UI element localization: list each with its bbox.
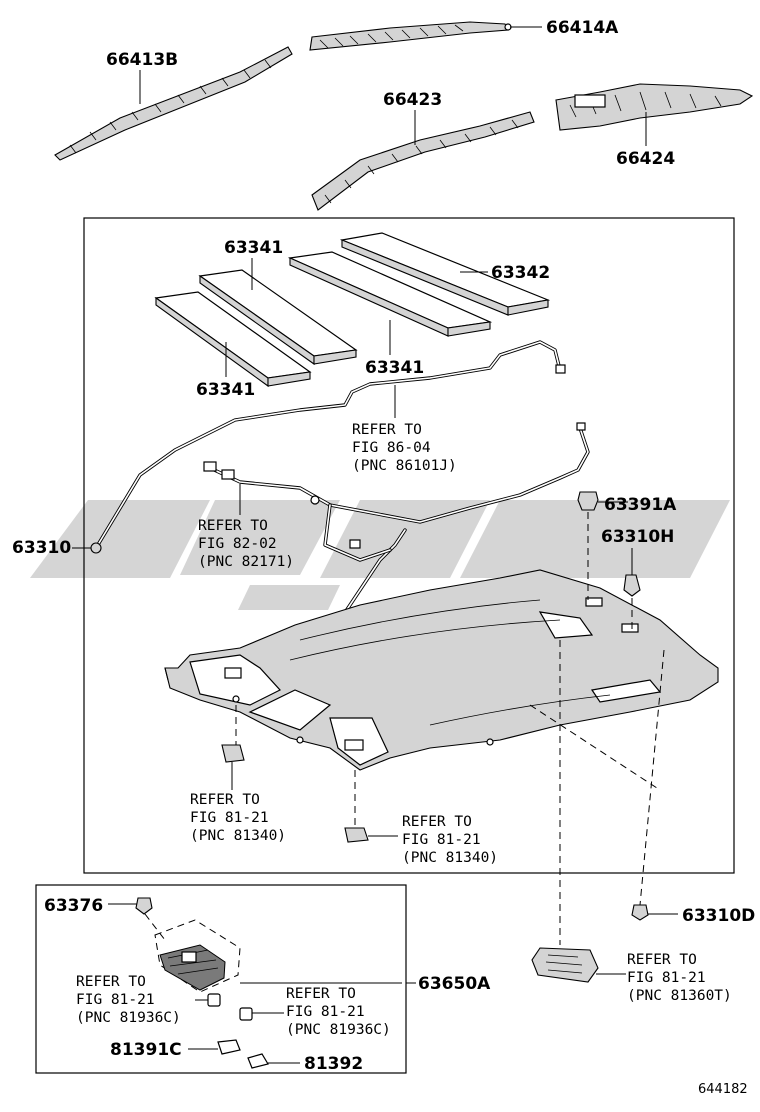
svg-text:REFER TO: REFER TO bbox=[190, 792, 260, 808]
part-number-63341-top[interactable]: 63341 bbox=[224, 238, 283, 258]
svg-text:FIG 81-21: FIG 81-21 bbox=[627, 970, 706, 986]
map-lamp-81360t[interactable] bbox=[531, 947, 626, 983]
svg-text:(PNC 86101J): (PNC 86101J) bbox=[352, 458, 457, 474]
bulb-81936c-left[interactable] bbox=[207, 993, 221, 1007]
headliner-panel[interactable] bbox=[164, 569, 719, 771]
svg-text:REFER TO: REFER TO bbox=[352, 422, 422, 438]
reference-fig-81-21-center[interactable]: REFER TO FIG 81-21 (PNC 81340) bbox=[402, 814, 498, 866]
part-number-66424[interactable]: 66424 bbox=[616, 149, 675, 169]
pad-63342[interactable] bbox=[339, 232, 551, 316]
svg-text:(PNC 81936C): (PNC 81936C) bbox=[76, 1010, 181, 1026]
reference-fig-81-21-box-left[interactable]: REFER TO FIG 81-21 (PNC 81936C) bbox=[76, 974, 208, 1026]
part-number-81391c[interactable]: 81391C bbox=[110, 1040, 182, 1060]
dashed-leader-63376 bbox=[144, 913, 166, 941]
svg-text:FIG 82-02: FIG 82-02 bbox=[198, 536, 277, 552]
pad-63341-middle[interactable] bbox=[198, 269, 358, 366]
part-number-63342[interactable]: 63342 bbox=[491, 263, 550, 283]
bulb-81936c-right[interactable] bbox=[239, 1007, 284, 1021]
reference-fig-86-04[interactable]: REFER TO FIG 86-04 (PNC 86101J) bbox=[352, 385, 457, 474]
clip-63391a[interactable] bbox=[577, 491, 628, 511]
clip-63310h[interactable] bbox=[623, 548, 641, 597]
svg-text:REFER TO: REFER TO bbox=[76, 974, 146, 990]
part-number-63650a[interactable]: 63650A bbox=[418, 974, 491, 994]
svg-text:REFER TO: REFER TO bbox=[286, 986, 356, 1002]
svg-text:(PNC 81340): (PNC 81340) bbox=[190, 828, 286, 844]
svg-text:FIG 86-04: FIG 86-04 bbox=[352, 440, 431, 456]
svg-text:REFER TO: REFER TO bbox=[402, 814, 472, 830]
svg-text:(PNC 82171): (PNC 82171) bbox=[198, 554, 294, 570]
svg-text:(PNC 81340): (PNC 81340) bbox=[402, 850, 498, 866]
part-number-63310d[interactable]: 63310D bbox=[682, 906, 755, 926]
molding-66414a[interactable] bbox=[309, 21, 512, 51]
part-number-66423[interactable]: 66423 bbox=[383, 90, 442, 110]
figure-id: 644182 bbox=[698, 1082, 748, 1097]
svg-text:(PNC 81936C): (PNC 81936C) bbox=[286, 1022, 391, 1038]
lamp-bracket-81340-left[interactable] bbox=[221, 744, 245, 790]
wire-harness-86101j[interactable] bbox=[90, 340, 566, 554]
part-number-81392[interactable]: 81392 bbox=[304, 1054, 363, 1074]
part-number-63391a[interactable]: 63391A bbox=[604, 495, 677, 515]
clip-81392[interactable] bbox=[247, 1053, 269, 1069]
reference-fig-81-21-left[interactable]: REFER TO FIG 81-21 (PNC 81340) bbox=[190, 792, 286, 844]
part-number-63341-bottom[interactable]: 63341 bbox=[196, 380, 255, 400]
svg-text:REFER TO: REFER TO bbox=[627, 952, 697, 968]
part-number-63310h[interactable]: 63310H bbox=[601, 527, 674, 547]
part-number-66414a[interactable]: 66414A bbox=[546, 18, 619, 38]
svg-text:FIG 81-21: FIG 81-21 bbox=[286, 1004, 365, 1020]
reference-fig-82-02[interactable]: REFER TO FIG 82-02 (PNC 82171) bbox=[198, 484, 294, 570]
pad-63341-left[interactable] bbox=[154, 291, 312, 388]
lamp-bracket-81340-center[interactable] bbox=[344, 827, 398, 843]
svg-text:FIG 81-21: FIG 81-21 bbox=[76, 992, 155, 1008]
svg-text:FIG 81-21: FIG 81-21 bbox=[190, 810, 269, 826]
room-lamp-assembly-frame bbox=[35, 884, 407, 1074]
molding-66413b[interactable] bbox=[54, 46, 293, 161]
clip-63310d[interactable] bbox=[631, 904, 678, 921]
part-number-63310[interactable]: 63310 bbox=[12, 538, 71, 558]
molding-66423[interactable] bbox=[311, 111, 535, 211]
svg-text:FIG 81-21: FIG 81-21 bbox=[402, 832, 481, 848]
part-number-63376[interactable]: 63376 bbox=[44, 896, 103, 916]
screw-63376[interactable] bbox=[135, 897, 153, 915]
reference-fig-81-21-box-right[interactable]: REFER TO FIG 81-21 (PNC 81936C) bbox=[286, 986, 391, 1038]
svg-text:(PNC 81360T): (PNC 81360T) bbox=[627, 988, 732, 1004]
dashed-leader-lamp bbox=[529, 704, 661, 791]
dashed-leader-63310d bbox=[639, 649, 665, 906]
reference-fig-81-21-right[interactable]: REFER TO FIG 81-21 (PNC 81360T) bbox=[627, 952, 732, 1004]
svg-text:REFER TO: REFER TO bbox=[198, 518, 268, 534]
molding-66424[interactable] bbox=[555, 83, 754, 131]
headliner-assembly-frame bbox=[83, 217, 735, 874]
part-number-63341-center[interactable]: 63341 bbox=[365, 358, 424, 378]
clip-81391c[interactable] bbox=[217, 1039, 241, 1055]
part-number-66413b[interactable]: 66413B bbox=[106, 50, 178, 70]
room-lamp-63650a[interactable] bbox=[154, 919, 241, 993]
pad-63341-right[interactable] bbox=[287, 251, 493, 337]
